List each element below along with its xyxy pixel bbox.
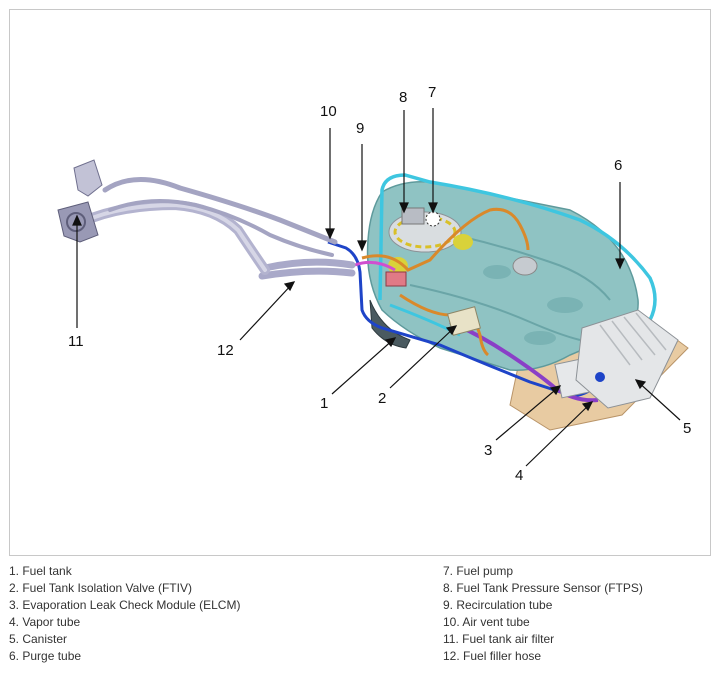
leader-line-2 [389, 325, 457, 389]
callout-12: 12 [217, 342, 234, 359]
arrow-head-4 [581, 401, 594, 412]
arrow-head-8 [399, 202, 409, 214]
fuel-pump-ring [393, 215, 457, 249]
fuel-pump-connector [401, 207, 425, 225]
leader-line-1 [331, 337, 396, 395]
fuel-tank-ridge-2 [409, 284, 581, 341]
callout-10: 10 [320, 103, 337, 120]
arrow-head-6 [615, 258, 625, 270]
callout-8: 8 [399, 89, 407, 106]
arrow-head-7 [428, 202, 438, 214]
callout-2: 2 [378, 390, 386, 407]
arrow-head-10 [325, 228, 335, 240]
fuel-filler-pipe-inner [80, 202, 267, 272]
vapor-tube [449, 320, 599, 403]
breather-pipe [102, 177, 338, 245]
legend-item-elcm: 3. Evaporation Leak Check Module (ELCM) [9, 598, 241, 612]
arrow-head-11 [72, 214, 82, 226]
electrical-connector [385, 271, 407, 287]
fuel-tank-lower-section [369, 299, 411, 349]
air-filter-ring [66, 212, 86, 232]
fuel-tank-dimple [547, 297, 583, 313]
canister-port [595, 372, 605, 382]
fuel-tank-dimple [524, 331, 556, 345]
legend-item-air-vent-tube: 10. Air vent tube [443, 615, 530, 629]
arrow-head-3 [549, 385, 562, 396]
recirculation-tube [361, 207, 530, 272]
leader-line-3 [495, 385, 561, 441]
legend-left-column: 1. Fuel tank 2. Fuel Tank Isolation Valv… [9, 563, 240, 665]
callout-4: 4 [515, 467, 523, 484]
legend-item-fuel-pump: 7. Fuel pump [443, 564, 514, 578]
fuel-pump-flange [388, 211, 462, 253]
canister-ribs [599, 312, 667, 366]
legend-item-canister: 5. Canister [9, 632, 68, 646]
breather-pipe-2 [108, 199, 334, 257]
recirculation-tube-magenta [354, 260, 396, 272]
fuel-system-diagram: 1 2 3 4 5 6 7 8 9 10 11 12 [57, 84, 691, 484]
callout-11: 11 [68, 333, 84, 350]
arrow-head-12 [283, 281, 296, 292]
callout-1: 1 [320, 395, 328, 412]
legend-item-filler-hose: 12. Fuel filler hose [443, 649, 542, 663]
callout-9: 9 [356, 120, 364, 137]
leader-line-5 [635, 379, 681, 421]
arrow-head-1 [384, 337, 397, 348]
filler-neck-cap [512, 256, 538, 276]
legend-item-ftps: 8. Fuel Tank Pressure Sensor (FTPS) [443, 581, 643, 595]
arrow-head-5 [634, 379, 647, 390]
leader-line-4 [525, 401, 593, 467]
legend-item-air-filter: 11. Fuel tank air filter [443, 632, 555, 646]
legend-item-recirculation-tube: 9. Recirculation tube [443, 598, 553, 612]
ftiv-valve [447, 306, 481, 336]
fuel-tank-pressure-sensor-marker [425, 211, 441, 227]
legend-right-column: 7. Fuel pump 8. Fuel Tank Pressure Senso… [443, 563, 643, 665]
fuel-filler-pipe [77, 199, 270, 275]
arrow-head-2 [445, 325, 458, 336]
legend-item-purge-tube: 6. Purge tube [9, 649, 82, 663]
legend-item-ftiv: 2. Fuel Tank Isolation Valve (FTIV) [9, 581, 192, 595]
callout-3: 3 [484, 442, 492, 459]
arrow-head-9 [357, 240, 367, 252]
legend-item-fuel-tank: 1. Fuel tank [9, 564, 72, 578]
fuel-tank-dimple [483, 265, 511, 279]
filler-neck [73, 159, 103, 197]
sender-unit [453, 234, 473, 250]
legend-item-vapor-tube: 4. Vapor tube [9, 615, 81, 629]
fuel-filler-hose [258, 258, 356, 280]
canister-body [575, 309, 679, 409]
callout-5: 5 [683, 420, 691, 437]
callout-6: 6 [614, 157, 622, 174]
diagram-frame: 1 2 3 4 5 6 7 8 9 10 11 12 [9, 9, 711, 556]
callout-7: 7 [428, 84, 436, 101]
leader-line-12 [239, 281, 295, 341]
